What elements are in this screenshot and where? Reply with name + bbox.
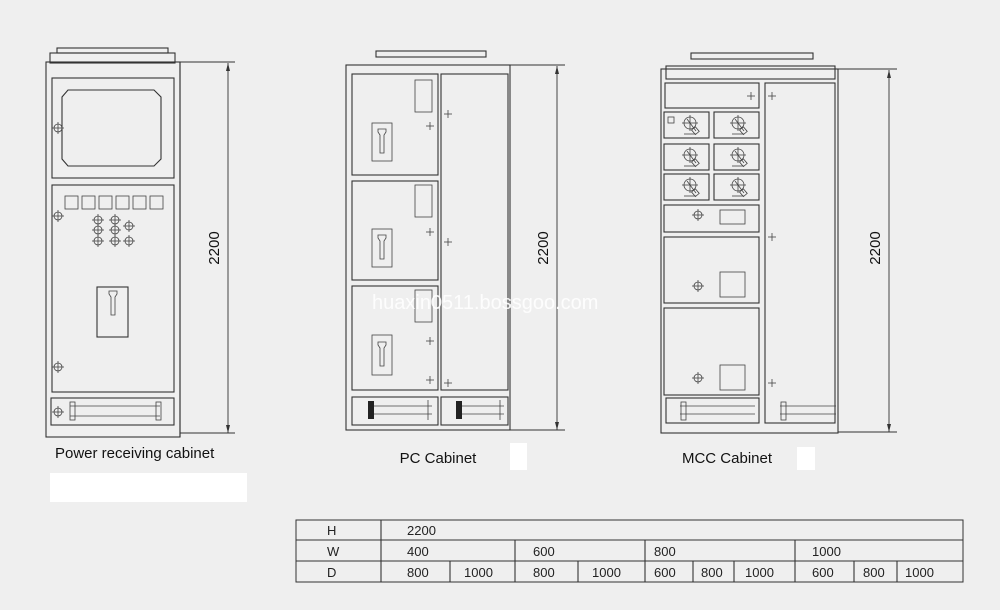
table-cell: 800	[701, 565, 723, 580]
table-cell: 800	[407, 565, 429, 580]
lower-door	[51, 184, 175, 393]
upper-door	[51, 77, 175, 179]
dimension-table: H W D 2200 400 600 800 1000 800 1000 800…	[295, 519, 964, 583]
row-label-d: D	[327, 565, 336, 580]
cabinet-name-label: MCC Cabinet	[682, 450, 773, 467]
table-cell: 2200	[407, 523, 436, 538]
table-cell: 600	[812, 565, 834, 580]
cabinet-name-label: Power receiving cabinet	[55, 445, 215, 462]
table-cell: 600	[533, 544, 555, 559]
table-cell: 1000	[464, 565, 493, 580]
watermark: huaxin0511.bossgoo.com	[372, 292, 598, 314]
pc-cabinet-drawing: 2200 PC Cabinet	[345, 50, 565, 470]
power-receiving-cabinet-drawing: 2200 Power receiving cabinet	[45, 47, 247, 502]
table-cell: 1000	[905, 565, 934, 580]
table-cell: 800	[533, 565, 555, 580]
height-dimension-label: 2200	[206, 231, 223, 264]
table-cell: 800	[863, 565, 885, 580]
row-label-w: W	[327, 544, 340, 559]
viewing-window	[61, 89, 162, 167]
meter-row	[64, 195, 164, 210]
mcc-cabinet-drawing: 2200 MCC Cabinet	[660, 52, 897, 470]
table-cell: 1000	[592, 565, 621, 580]
height-dimension-label: 2200	[867, 231, 884, 264]
breaker-handle-box	[96, 286, 129, 338]
table-cell: 1000	[745, 565, 774, 580]
table-cell: 1000	[812, 544, 841, 559]
row-label-h: H	[327, 523, 336, 538]
table-cell: 400	[407, 544, 429, 559]
table-cell: 800	[654, 544, 676, 559]
cabinet-name-label: PC Cabinet	[400, 450, 478, 467]
height-dimension-label: 2200	[535, 231, 552, 264]
table-cell: 600	[654, 565, 676, 580]
